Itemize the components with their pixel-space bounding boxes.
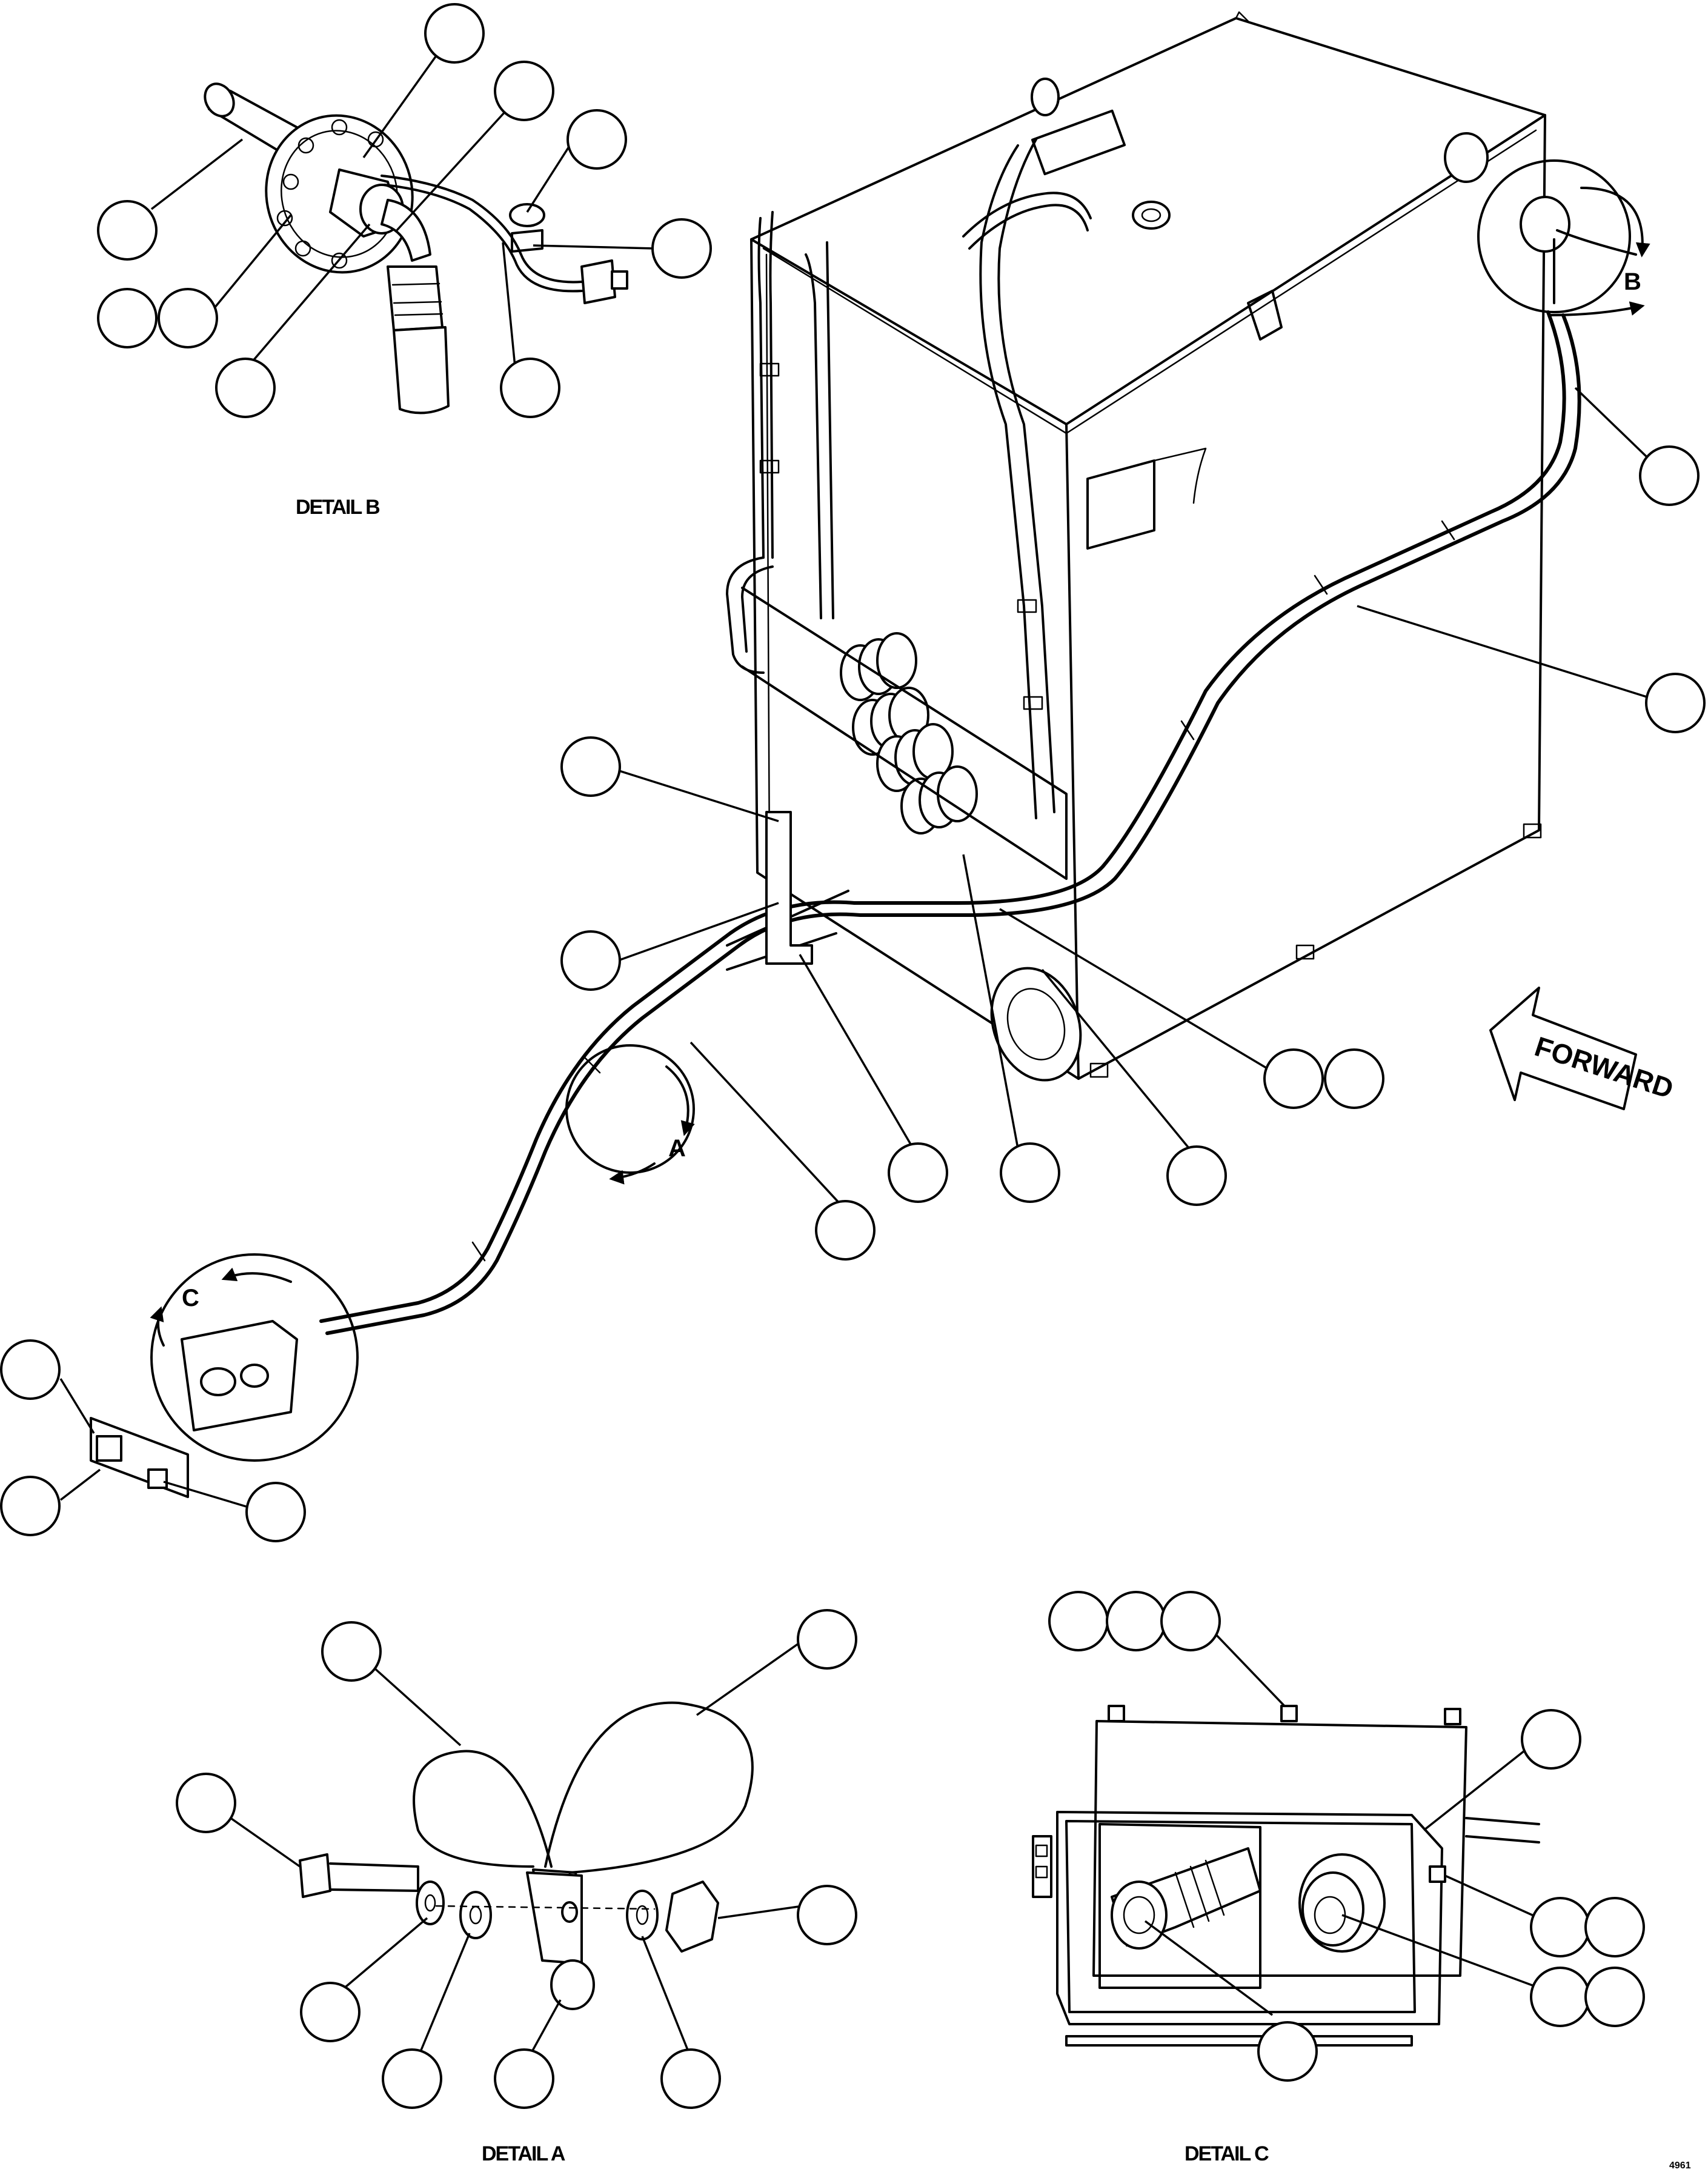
view-b-letter: B <box>1624 268 1641 295</box>
callout-bubble <box>158 288 218 348</box>
callout-bubble <box>97 200 158 261</box>
harness-route <box>319 310 1581 1335</box>
callout-bubble <box>0 1476 61 1536</box>
callout-bubble <box>1645 673 1706 733</box>
callout-bubble <box>1521 1709 1581 1770</box>
callout-bubble <box>424 3 485 64</box>
callout-bubble <box>1639 445 1700 506</box>
callout-bubble <box>1530 1967 1590 2027</box>
callout-bubble <box>245 1482 306 1542</box>
callout-bubble <box>1257 2021 1318 2082</box>
leader-lines <box>59 29 1667 2061</box>
callout-bubble <box>382 2048 442 2109</box>
hydraulic-tank <box>726 11 1546 1082</box>
callout-bubble <box>1106 1591 1166 1651</box>
callout-bubble <box>560 930 621 991</box>
callout-bubble <box>97 288 158 348</box>
callout-bubble <box>567 109 627 170</box>
callout-bubble <box>797 1609 857 1670</box>
detail-a-title: DETAIL A <box>482 2142 565 2165</box>
callout-bubble <box>494 2048 554 2109</box>
callout-bubble <box>560 736 621 797</box>
detail-c-title: DETAIL C <box>1185 2142 1269 2165</box>
terminal-plate <box>90 1417 189 1498</box>
sheet-code: 4961 <box>1669 2160 1691 2171</box>
callout-bubble <box>1530 1897 1590 1957</box>
callout-bubble <box>321 1621 382 1682</box>
detail-a-drawing <box>299 1701 754 2010</box>
callout-bubble <box>1166 1145 1227 1206</box>
callout-bubble <box>651 218 712 279</box>
callout-bubble <box>660 2048 721 2109</box>
callout-bubble <box>176 1773 236 1833</box>
detail-c-drawing <box>1032 1705 1540 2047</box>
callout-bubble <box>494 61 554 121</box>
detail-c-callout <box>150 1253 359 1462</box>
callout-bubble <box>1584 1897 1645 1957</box>
view-c-letter: C <box>182 1285 199 1311</box>
callout-bubble <box>500 358 560 418</box>
callout-bubble <box>0 1339 61 1400</box>
callout-bubble <box>300 1982 361 2042</box>
callout-bubble <box>1000 1142 1060 1203</box>
valve-spool-group <box>741 587 1068 880</box>
callout-bubble <box>815 1200 876 1261</box>
callout-bubble <box>1263 1048 1324 1109</box>
detail-b-title: DETAIL B <box>296 496 380 519</box>
detail-b-drawing <box>204 82 628 415</box>
callout-bubble <box>1324 1048 1384 1109</box>
callout-bubble <box>888 1142 948 1203</box>
detail-a-callout <box>565 1044 695 1185</box>
callout-bubble <box>1160 1591 1221 1651</box>
callout-bubble <box>1584 1967 1645 2027</box>
view-a-letter: A <box>668 1135 686 1162</box>
callout-bubbles <box>0 3 1706 2109</box>
callout-bubble <box>797 1885 857 1945</box>
forward-arrow: FORWARD <box>1489 987 1677 1110</box>
callout-bubble <box>1048 1591 1109 1651</box>
callout-bubble <box>215 358 276 418</box>
detail-b-callout <box>1477 159 1650 316</box>
